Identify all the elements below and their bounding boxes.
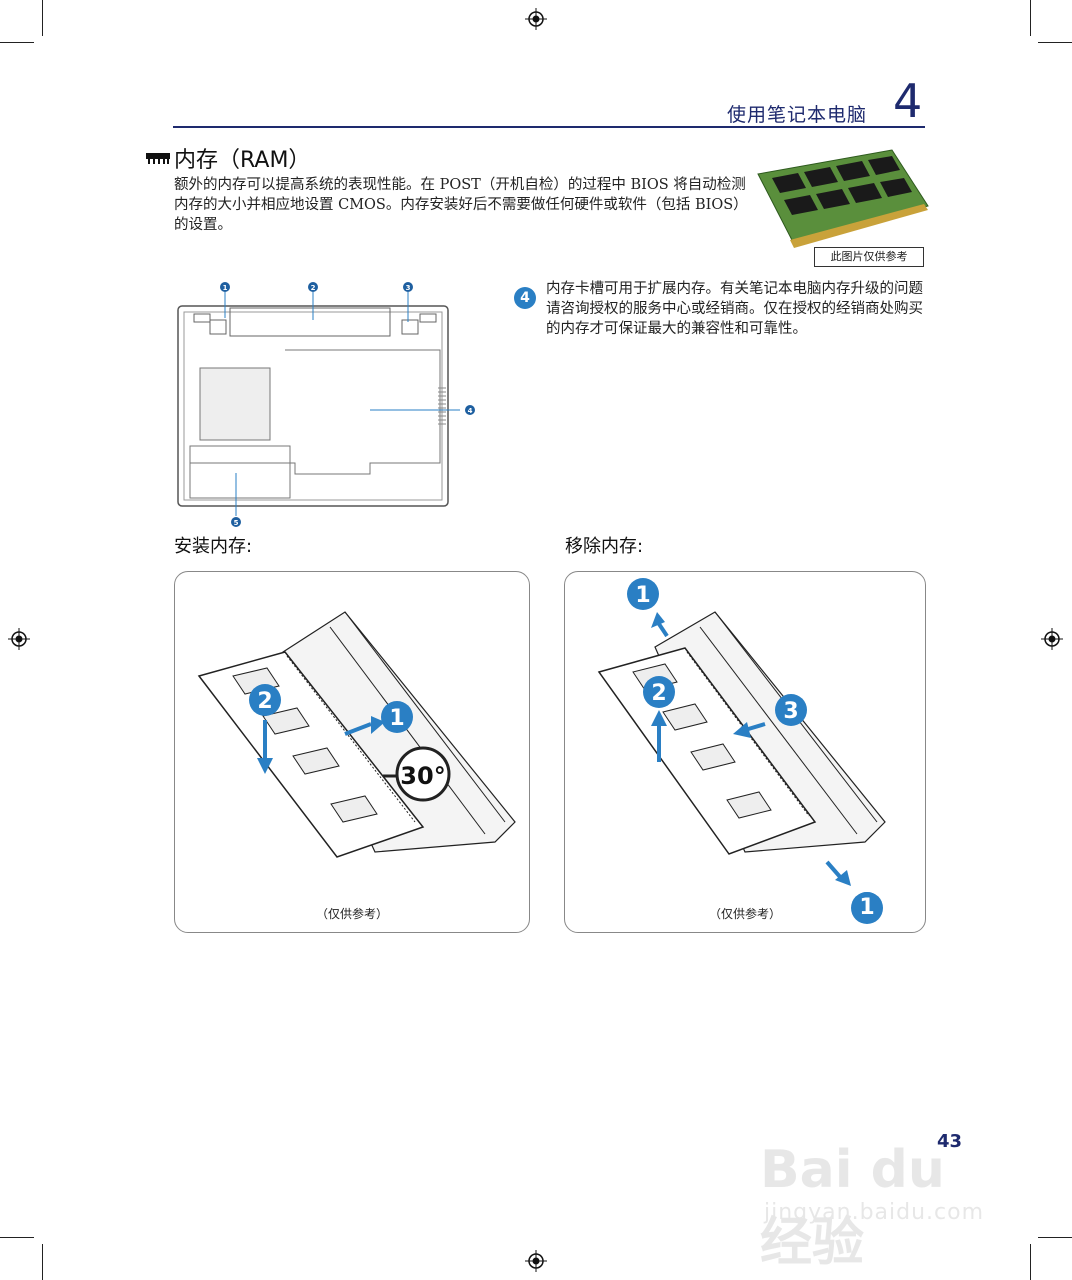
crop-mark xyxy=(1030,0,1031,36)
ram-module-image xyxy=(757,149,929,248)
diagram-marker-4: 4 xyxy=(468,407,473,415)
diagram-marker-3: 3 xyxy=(406,284,411,292)
diagram-marker-2: 2 xyxy=(311,284,316,292)
crop-mark xyxy=(1038,42,1072,43)
note-item: 4 内存卡槽可用于扩展内存。有关笔记本电脑内存升级的问题请咨询授权的服务中心或经… xyxy=(514,279,928,339)
note-number-badge: 4 xyxy=(514,287,536,309)
crop-mark xyxy=(42,1244,43,1280)
watermark-brand: Bai du 经验 xyxy=(760,1140,945,1273)
crop-mark xyxy=(0,42,34,43)
registration-mark-icon xyxy=(1041,628,1063,650)
remove-step-1-bottom: 1 xyxy=(851,892,883,924)
image-reference-label: 此图片仅供参考 xyxy=(814,247,924,267)
diagram-marker-5: 5 xyxy=(234,519,239,527)
chapter-number: 4 xyxy=(893,74,923,128)
ram-chip-icon xyxy=(146,153,170,164)
install-step-1: 1 xyxy=(389,706,404,731)
angle-label: 30° xyxy=(400,762,445,790)
section-title-text: 内存（RAM） xyxy=(174,148,311,173)
install-heading: 安装内存: xyxy=(174,536,253,557)
watermark-url: jingyan.baidu.com xyxy=(764,1200,985,1225)
remove-heading: 移除内存: xyxy=(565,536,644,557)
install-panel: 1 2 30° （仅供参考） xyxy=(174,571,530,933)
page-number: 43 xyxy=(937,1131,963,1152)
section-title: 内存（RAM） xyxy=(146,142,310,174)
remove-panel: 1 2 3 1 （仅供参考） xyxy=(564,571,926,933)
registration-mark-icon xyxy=(525,1250,547,1272)
crop-mark xyxy=(42,0,43,36)
intro-paragraph: 额外的内存可以提高系统的表现性能。在 POST（开机自检）的过程中 BIOS 将… xyxy=(174,177,748,233)
install-caption: （仅供参考） xyxy=(315,907,388,921)
install-step-2: 2 xyxy=(257,689,272,714)
crop-mark xyxy=(1038,1237,1072,1238)
remove-step-3: 3 xyxy=(783,699,798,724)
crop-mark xyxy=(1030,1244,1031,1280)
diagram-marker-1: 1 xyxy=(223,284,228,292)
baidu-watermark: Bai du 经验 jingyan.baidu.com xyxy=(760,1140,1010,1273)
note-text: 内存卡槽可用于扩展内存。有关笔记本电脑内存升级的问题请咨询授权的服务中心或经销商… xyxy=(546,281,923,337)
registration-mark-icon xyxy=(525,8,547,30)
laptop-bottom-diagram: 1 2 3 4 5 xyxy=(177,282,475,527)
install-illustration: 1 2 30° xyxy=(197,611,516,858)
registration-mark-icon xyxy=(8,628,30,650)
chapter-title: 使用笔记本电脑 xyxy=(726,104,867,126)
crop-mark xyxy=(0,1237,34,1238)
remove-step-2: 2 xyxy=(651,681,666,706)
remove-illustration: 1 2 3 xyxy=(597,578,886,902)
remove-step-1-top: 1 xyxy=(635,583,650,608)
remove-caption: （仅供参考） xyxy=(708,907,781,921)
header-rule xyxy=(173,126,925,128)
